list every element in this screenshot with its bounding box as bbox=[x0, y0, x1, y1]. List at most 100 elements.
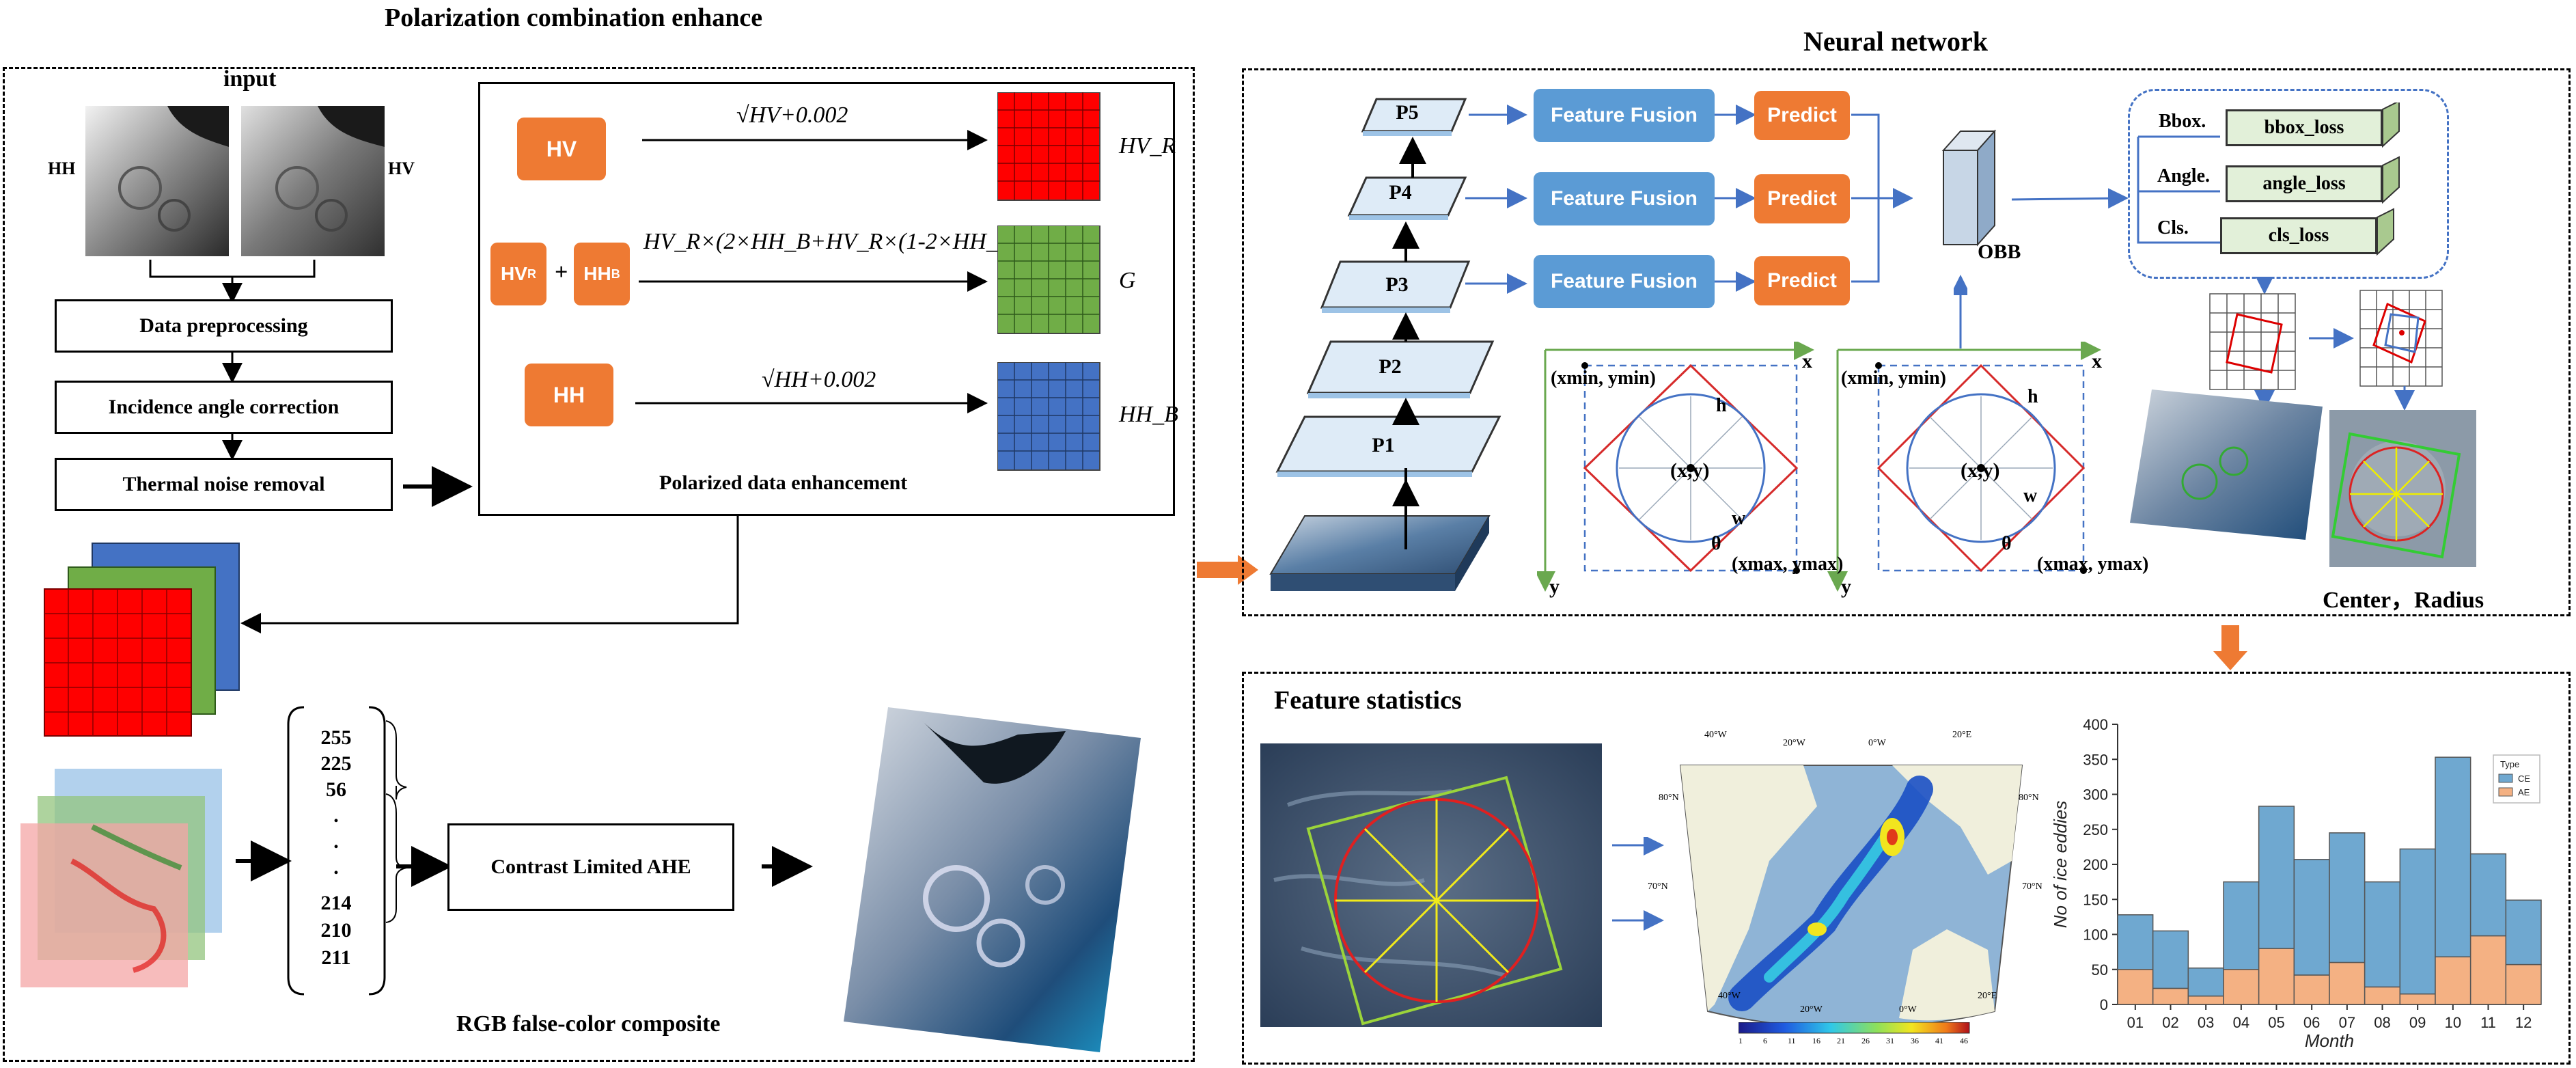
blue-grid bbox=[997, 362, 1100, 471]
chart-legend-label: CE bbox=[2518, 773, 2530, 784]
detection-result-images bbox=[2130, 389, 2476, 567]
axis-x-label: x bbox=[2092, 350, 2102, 372]
cls-loss-box: cls_loss bbox=[2220, 217, 2377, 254]
chart-bar-ce bbox=[2293, 859, 2330, 976]
chart-x-tick-label: 12 bbox=[2515, 1014, 2532, 1031]
pixel-value: 210 bbox=[320, 919, 352, 942]
map-lon-label: 20°W bbox=[1783, 738, 1805, 748]
predict-block: Predict bbox=[1754, 174, 1850, 223]
axis-y-label: y bbox=[1841, 575, 1851, 598]
plus-sign: + bbox=[555, 260, 568, 285]
chart-bar-ae bbox=[2469, 935, 2507, 1005]
bbox-branch-label: Bbox. bbox=[2159, 111, 2206, 132]
colorbar-tick: 21 bbox=[1837, 1036, 1845, 1045]
output-hvr-label: HV_R bbox=[1119, 133, 1176, 159]
hh-chip: HH bbox=[525, 364, 613, 426]
chart-bar-ce bbox=[2258, 806, 2295, 949]
formula-g: HV_R×(2×HH_B+HV_R×(1-2×HH_B)) bbox=[643, 229, 1028, 254]
chart-x-axis-label: Month bbox=[2305, 1030, 2354, 1051]
chart-x-tick-label: 05 bbox=[2268, 1014, 2284, 1031]
chart-y-tick-label: 350 bbox=[2083, 751, 2108, 768]
map-lat-label: 80°N bbox=[1659, 793, 1679, 803]
colorbar-tick: 11 bbox=[1788, 1036, 1796, 1045]
chart-x-tick-label: 09 bbox=[2409, 1014, 2426, 1031]
chart-bar-ce bbox=[2187, 967, 2224, 997]
feature-fusion-block: Feature Fusion bbox=[1534, 89, 1715, 142]
hv-label: HV bbox=[388, 159, 415, 178]
channel-image-stack bbox=[20, 769, 222, 987]
chart-bar-ae bbox=[2293, 974, 2330, 1005]
pyramid-level-p5: P5 bbox=[1396, 101, 1419, 124]
obb-geometry-diagrams bbox=[1537, 342, 2101, 592]
chart-bar-ce bbox=[2505, 899, 2542, 966]
chart-bar-ae bbox=[2435, 956, 2471, 1005]
pixel-value: . bbox=[333, 804, 339, 827]
width-label: w bbox=[2023, 485, 2038, 506]
chart-x-tick-label: 07 bbox=[2339, 1014, 2355, 1031]
feature-fusion-block: Feature Fusion bbox=[1534, 172, 1715, 225]
map-lon-label: 40°W bbox=[1718, 991, 1741, 1001]
chart-x-tick-label: 02 bbox=[2162, 1014, 2178, 1031]
max-point-label: (xmax, ymax) bbox=[2037, 553, 2149, 575]
pixel-value: . bbox=[333, 830, 339, 853]
colorbar-tick: 46 bbox=[1960, 1036, 1968, 1045]
width-label: w bbox=[1732, 508, 1746, 529]
eddy-detection-image bbox=[1260, 743, 1602, 1027]
stacked-rgb-grids bbox=[44, 543, 240, 737]
stats-panel-frame bbox=[1242, 672, 2571, 1065]
chart-bar-ae bbox=[2399, 993, 2436, 1005]
left-panel-title: Polarization combination enhance bbox=[385, 3, 763, 32]
chart-bar-ae bbox=[2505, 963, 2542, 1005]
enhancement-caption: Polarized data enhancement bbox=[659, 471, 908, 494]
feature-fusion-block: Feature Fusion bbox=[1534, 255, 1715, 308]
map-lon-label: 0°W bbox=[1868, 738, 1886, 748]
colorbar-ticks: 1 6 11 16 21 26 31 36 41 46 bbox=[1739, 1036, 1971, 1050]
colorbar-tick: 16 bbox=[1812, 1036, 1820, 1045]
axis-x-label: x bbox=[1802, 350, 1812, 372]
loss-panel bbox=[2128, 89, 2449, 279]
stats-panel-title: Feature statistics bbox=[1274, 686, 1462, 715]
predict-block: Predict bbox=[1754, 91, 1850, 140]
chart-y-axis-label: No of ice eddies bbox=[2050, 801, 2071, 928]
map-lat-label: 70°N bbox=[1648, 881, 1668, 892]
map-lon-label: 20°E bbox=[1978, 991, 1997, 1001]
min-point-label: (xmin, ymin) bbox=[1841, 368, 1946, 389]
chart-x-tick-label: 06 bbox=[2303, 1014, 2320, 1031]
colorbar-tick: 6 bbox=[1763, 1036, 1767, 1045]
chart-bar-ae bbox=[2364, 986, 2401, 1005]
chart-legend-title: Type bbox=[2500, 759, 2519, 769]
chart-x-tick-label: 01 bbox=[2127, 1014, 2144, 1031]
panel-down-arrow bbox=[2213, 625, 2247, 670]
center-point-label: (x,y) bbox=[1670, 459, 1710, 482]
chart-bar-ce bbox=[2435, 756, 2471, 958]
chart-x-tick-label: 04 bbox=[2233, 1014, 2249, 1031]
colorbar-tick: 31 bbox=[1886, 1036, 1894, 1045]
loss-connectors bbox=[2011, 135, 2220, 244]
clahe-box: Contrast Limited AHE bbox=[447, 823, 734, 911]
grid-box-refinement bbox=[2209, 277, 2443, 410]
angle-loss-box: angle_loss bbox=[2226, 165, 2383, 202]
formula-hvr: √HV+0.002 bbox=[736, 102, 848, 128]
formula-hhb: √HH+0.002 bbox=[762, 367, 876, 392]
pixel-value: 56 bbox=[326, 778, 346, 801]
max-point-label: (xmax, ymax) bbox=[1732, 553, 1844, 575]
data-preprocessing-box: Data preprocessing bbox=[55, 299, 393, 353]
network-panel-title: Neural network bbox=[1803, 26, 1988, 57]
map-arrows bbox=[1612, 837, 1664, 931]
pixel-value: . bbox=[333, 856, 339, 879]
chart-y-tick-label: 0 bbox=[2100, 996, 2108, 1013]
axis-y-label: y bbox=[1549, 575, 1560, 598]
min-point-label: (xmin, ymin) bbox=[1551, 368, 1656, 389]
density-colorbar bbox=[1739, 1022, 1970, 1034]
chart-y-tick-label: 150 bbox=[2083, 891, 2108, 908]
map-lat-label: 80°N bbox=[2019, 793, 2039, 803]
loss-box-depth bbox=[2377, 102, 2400, 256]
map-lon-label: 0°W bbox=[1899, 1004, 1917, 1015]
hh-label: HH bbox=[48, 159, 76, 178]
height-label: h bbox=[2027, 386, 2038, 407]
height-label: h bbox=[1716, 395, 1727, 416]
chart-bar-ce bbox=[2469, 853, 2507, 937]
